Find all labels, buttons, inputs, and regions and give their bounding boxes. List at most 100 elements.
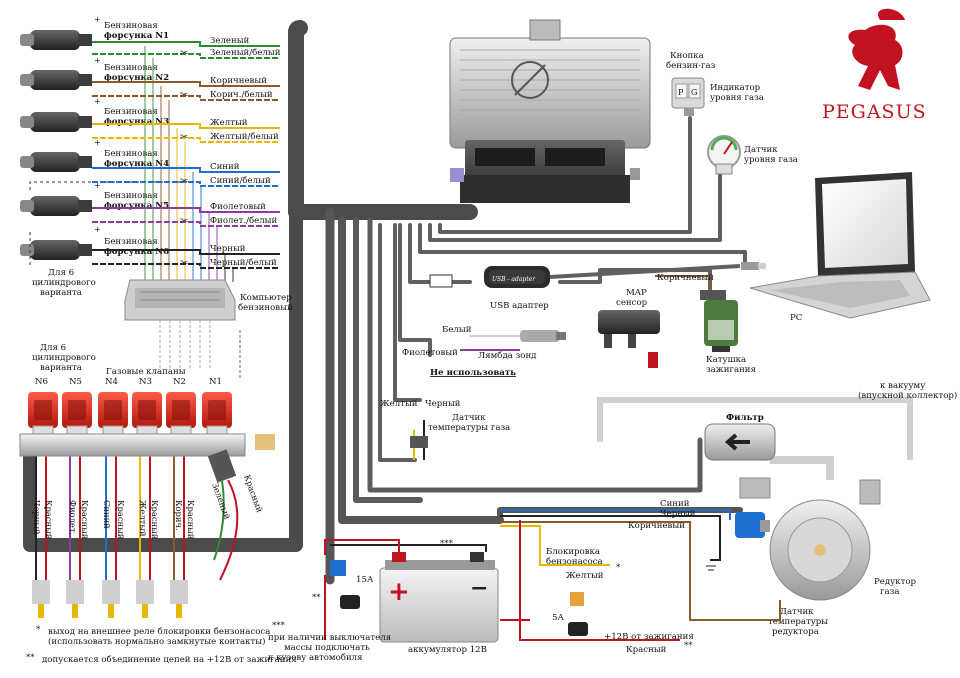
pump-cut-wire-label: Желтый — [566, 571, 604, 581]
injector-wire — [92, 167, 280, 173]
scissors-icon: ✂ — [180, 176, 188, 187]
valve-wire-label: Красный — [186, 500, 196, 540]
plus-sign: + — [94, 138, 101, 147]
map-sensor — [598, 310, 660, 368]
vacuum-label: к вакууму(впускной коллектор) — [858, 381, 957, 401]
gas-valve-n2 — [166, 392, 196, 437]
plus-sign: + — [94, 15, 101, 24]
battery: + − — [324, 539, 530, 643]
lambda-label: Лямбда зонд — [478, 350, 536, 361]
lambda-probe — [460, 330, 566, 351]
ignition-coil-wire-label: Коричневый — [657, 273, 714, 283]
filter-label: Фильтр — [726, 413, 764, 423]
valve-wire-label: Черный — [32, 500, 42, 535]
gas-key: G — [691, 88, 697, 97]
injector-wire — [92, 249, 280, 255]
petrol-injector-5 — [20, 196, 92, 216]
gas-valve-n3 — [132, 392, 162, 437]
injector-wire-label: Желтый/белый — [210, 131, 279, 142]
usb-adapter-label: USB адаптер — [490, 301, 549, 311]
usb-adapter-box: USB - adapter — [492, 276, 536, 283]
scissors-icon: ✂ — [180, 132, 188, 143]
injector-wire — [92, 123, 280, 129]
gas-valves-label: Газовые клапаны — [106, 367, 186, 377]
minus-icon: − — [470, 575, 488, 601]
injector-wire — [92, 95, 280, 101]
valve-label: N4 — [105, 377, 119, 387]
gas-switch[interactable]: P G — [671, 77, 705, 116]
connector-pin — [142, 604, 148, 618]
arrow-left-icon — [724, 433, 750, 451]
injector-wire — [92, 181, 280, 187]
plus-sign: + — [94, 97, 101, 106]
note-1-mark: * — [36, 625, 41, 635]
injector-wire-label: Корич./белый — [210, 89, 273, 100]
connector-tip — [66, 580, 84, 604]
connector-tip — [32, 580, 50, 604]
ignition-feed — [519, 520, 680, 641]
petrol-injectors: + + + + + + — [20, 15, 200, 265]
do-not-use-label: Не использовать — [430, 368, 516, 378]
valve-label: N6 — [35, 377, 48, 387]
plus-icon: + — [388, 577, 410, 607]
note-2-mark: ** — [26, 653, 35, 663]
injector-wire — [92, 221, 280, 227]
valve-rail — [19, 433, 246, 457]
plus-sign: + — [94, 225, 101, 234]
note-1-text: выход на внешнее реле блокировки бензона… — [48, 626, 270, 647]
reducer-wires — [500, 509, 781, 621]
injector-wire — [92, 137, 280, 143]
injector-wire-label: Фиолетовый — [210, 202, 266, 212]
gas-valves: N66 N55 N44 N33 N22 N11 — [28, 377, 232, 618]
gas-ecu — [449, 19, 651, 203]
connector-tip — [102, 580, 120, 604]
valve-label: N5 — [69, 377, 82, 387]
battery-mark2: ** — [312, 593, 321, 603]
injector-wire-label: Коричневый — [210, 76, 267, 86]
injector-wire — [92, 41, 280, 47]
reducer-blue-label: Синий — [660, 499, 690, 509]
petrol-injector-3 — [20, 112, 92, 132]
reducer-temp-sensor — [735, 512, 765, 538]
usb-adapter: USB - adapter — [429, 262, 766, 288]
connector-tip — [136, 580, 154, 604]
fuse-15a-label: 15А — [356, 575, 374, 585]
connector-pin — [38, 604, 44, 618]
footnotes: * выход на внешнее реле блокировки бензо… — [26, 621, 391, 665]
injector-wire — [92, 81, 280, 87]
injector-wire-label: Черный/белый — [210, 257, 277, 268]
valve-wire-label: Синий — [102, 500, 112, 529]
petrol-injector-1 — [20, 30, 92, 50]
battery-label: аккумулятор 12В — [408, 645, 487, 655]
reducer-black-label: Черный — [660, 509, 696, 519]
injector-wire-label: Черный — [210, 244, 246, 254]
ignition-feed-mark: ** — [684, 641, 693, 651]
tank-solenoid: Зеленый Красный — [207, 449, 265, 581]
injector-wire-label: Зеленый/белый — [210, 47, 281, 58]
brand-name: PEGASUS — [822, 101, 927, 123]
pegasus-logo: PEGASUS — [822, 8, 927, 123]
battery-mark3: *** — [440, 539, 454, 549]
scissors-icon: ✂ — [180, 48, 188, 59]
connector-pin — [176, 604, 182, 618]
gas-valve-n5 — [62, 392, 92, 437]
gas-level-sensor — [707, 135, 741, 175]
